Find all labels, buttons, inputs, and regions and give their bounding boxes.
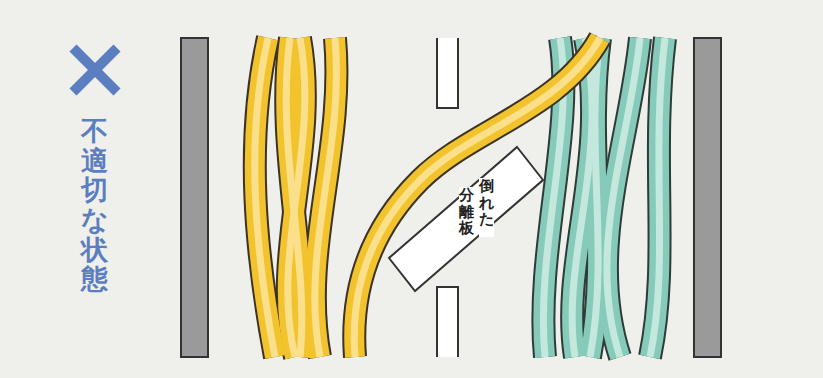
plate-shape <box>389 147 543 291</box>
fallen-plate: 倒れた分離板 <box>440 178 512 264</box>
wall <box>181 38 208 357</box>
plate-label: 倒れた <box>479 178 494 237</box>
wall <box>694 38 721 357</box>
yellow-cables <box>255 38 600 357</box>
plate-text: 倒れた分離板 <box>440 178 512 237</box>
x-mark <box>73 48 117 92</box>
separator <box>437 38 458 108</box>
status-label: 不適切な状態 <box>81 116 108 294</box>
plate-label: 分離板 <box>459 187 474 237</box>
separator <box>437 287 458 357</box>
